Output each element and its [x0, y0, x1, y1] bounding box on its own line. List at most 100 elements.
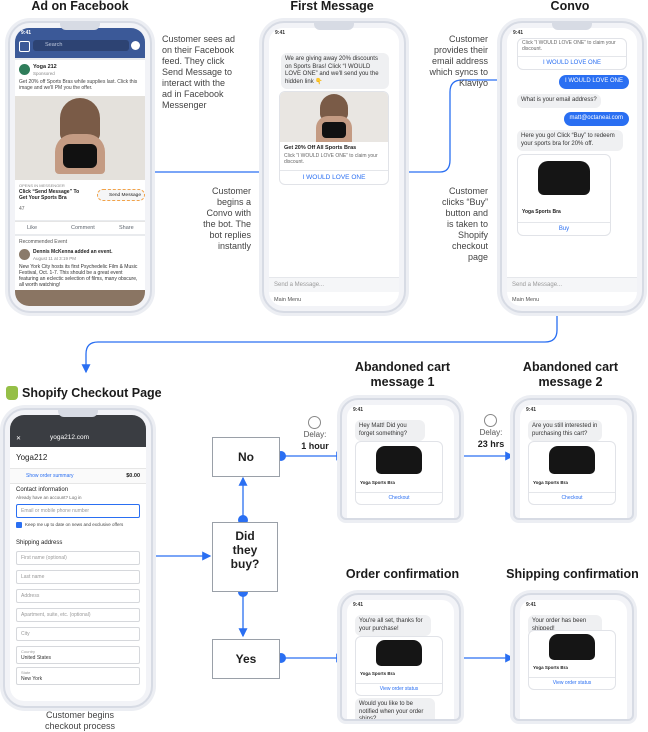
post-author[interactable]: Dennis McKenna added an event.: [33, 249, 113, 255]
address-field[interactable]: Address: [16, 589, 140, 603]
main-menu[interactable]: Main Menu: [274, 297, 302, 303]
event-image[interactable]: [15, 290, 145, 306]
product-card: Yoga Sports Bra Buy: [517, 154, 611, 236]
facebook-header: 9:41 Search: [15, 28, 145, 58]
url-bar[interactable]: yoga212.com: [50, 434, 90, 441]
phone-shopify-checkout: ✕ yoga212.com Yoga212 Show order summary…: [3, 408, 153, 708]
product-image: [280, 92, 388, 142]
comment-button[interactable]: Comment: [71, 225, 95, 231]
desc-ad: Customer sees ad on their Facebook feed.…: [162, 34, 236, 110]
last-name-field[interactable]: Last name: [16, 570, 140, 584]
node-yes: Yes: [212, 639, 280, 679]
product-name: Yoga Sports Bra: [533, 665, 568, 670]
avatar: [19, 64, 30, 75]
country-value: United States: [21, 655, 52, 661]
bot-message: We are giving away 20% discounts on Spor…: [281, 53, 389, 89]
node-no: No: [212, 437, 280, 477]
desc-checkout: Customer begins checkout process: [44, 710, 116, 731]
done-label[interactable]: ✕: [16, 436, 22, 442]
post-text: New York City hosts its first Psychedeli…: [19, 264, 138, 288]
bot-message: You're all set, thanks for your purchase…: [355, 615, 431, 636]
ad-post: Yoga 212 Sponsored Get 20% off Sports Br…: [15, 60, 145, 220]
login-link[interactable]: Already have an account? Log in: [16, 495, 82, 500]
city-field[interactable]: City: [16, 627, 140, 641]
card-title: Get 20% Off All Sports Bras: [284, 145, 357, 151]
sports-bra-image: [538, 161, 590, 195]
phone-order-confirmation: 9:41 You're all set, thanks for your pur…: [340, 593, 461, 721]
desc-begin-convo: Customer begins a Convo with the bot. Th…: [203, 186, 251, 251]
delay2-label: Delay:: [479, 428, 503, 437]
buy-button[interactable]: Buy: [518, 222, 610, 235]
like-button[interactable]: Like: [27, 225, 38, 231]
opens-in-label: OPENS IN MESSENGER: [19, 183, 65, 188]
phone-shipping-confirmation: 9:41 Your order has been shipped! Yoga S…: [513, 593, 634, 721]
product-card: Yoga Sports Bra Checkout: [528, 441, 616, 505]
product-name: Yoga Sports Bra: [522, 209, 561, 215]
sports-bra-image: [376, 446, 422, 474]
apartment-field[interactable]: Apartment, suite, etc. (optional): [16, 608, 140, 622]
search-input[interactable]: Search: [33, 40, 129, 51]
page-name[interactable]: Yoga 212: [33, 64, 57, 70]
messenger-icon[interactable]: [131, 41, 140, 50]
reaction-count: 47: [19, 206, 25, 212]
browser-bar: ✕ yoga212.com: [10, 415, 146, 447]
delay1-label: Delay:: [303, 430, 327, 439]
first-name-field[interactable]: First name (optional): [16, 551, 140, 565]
node-did-they-buy: Did they buy?: [212, 522, 278, 592]
top-card: Click “I WOULD LOVE ONE” to claim your d…: [517, 38, 627, 70]
message-input[interactable]: Send a Message...: [269, 277, 399, 292]
store-name: Yoga212: [16, 453, 48, 462]
desc-email: Customer provides their email address wh…: [429, 34, 488, 88]
camera-icon[interactable]: [19, 41, 30, 52]
send-message-button[interactable]: Send Message: [97, 189, 145, 201]
order-summary-bar[interactable]: Show order summary $0.00: [10, 468, 146, 484]
share-button[interactable]: Share: [119, 225, 134, 231]
title-ad: Ad on Facebook: [31, 0, 129, 13]
country-label: Country: [21, 649, 36, 654]
checkout-button[interactable]: Checkout: [356, 492, 442, 504]
recommended-label: Recommended Event: [19, 239, 68, 245]
message-input[interactable]: Send a Message...: [507, 277, 637, 292]
newsletter-label: Keep me up to date on news and exclusive…: [25, 522, 124, 527]
phone-abandoned-cart-1: 9:41 Hey Matt! Did you forget something?…: [340, 398, 461, 520]
post-time: August 11 at 3:19 PM: [33, 256, 76, 261]
i-would-love-one-button[interactable]: I WOULD LOVE ONE: [518, 56, 626, 69]
checkout-button[interactable]: Checkout: [529, 492, 615, 504]
user-email: matt@octaneai.com: [563, 112, 629, 126]
state-select[interactable]: State New York: [16, 667, 140, 685]
user-reply: I WOULD LOVE ONE: [558, 75, 629, 89]
state-label: State: [21, 670, 31, 675]
ad-image[interactable]: [15, 96, 145, 180]
card-subtitle: Click “I WOULD LOVE ONE” to claim your d…: [522, 40, 616, 52]
contact-heading: Contact information: [16, 487, 69, 493]
title-shipping: Shipping confirmation: [506, 567, 639, 581]
recommended-event: Recommended Event Dennis McKenna added a…: [15, 236, 145, 306]
delay1-value: 1 hour: [301, 441, 329, 451]
ask-email-message: What is your email address?: [517, 94, 601, 108]
phone-abandoned-cart-2: 9:41 Are you still interested in purchas…: [513, 398, 634, 520]
phone-first-message: 9:41 We are giving away 20% discounts on…: [262, 21, 406, 313]
state-value: New York: [21, 676, 43, 682]
redeem-message: Here you go! Click “Buy” to redeem your …: [517, 130, 623, 151]
product-card: Get 20% Off All Sports Bras Click “I WOU…: [279, 91, 389, 185]
product-name: Yoga Sports Bra: [360, 480, 395, 485]
sports-bra-image: [322, 122, 346, 138]
i-would-love-one-button[interactable]: I WOULD LOVE ONE: [280, 170, 388, 184]
main-menu[interactable]: Main Menu: [512, 297, 540, 303]
product-card: Yoga Sports Bra View order status: [355, 636, 443, 696]
country-select[interactable]: Country United States: [16, 646, 140, 664]
order-total: $0.00: [126, 473, 140, 479]
phone-facebook-ad: 9:41 Search Yoga 212 Sponsored Get 20% o…: [8, 21, 152, 313]
newsletter-checkbox[interactable]: [16, 522, 22, 528]
phone-convo: 9:41 Click “I WOULD LOVE ONE” to claim y…: [500, 21, 644, 313]
product-name: Yoga Sports Bra: [533, 480, 568, 485]
clock-icon: [308, 416, 321, 429]
delay2-value: 23 hrs: [477, 439, 505, 449]
email-field[interactable]: Email or mobile phone number: [16, 504, 140, 518]
title-abandoned2: Abandoned cart message 2: [522, 360, 619, 389]
cta-text: Click “Send Message” To Get Your Sports …: [19, 189, 80, 201]
order-summary-toggle[interactable]: Show order summary: [26, 473, 74, 479]
view-order-status-button[interactable]: View order status: [529, 677, 615, 689]
view-order-status-button[interactable]: View order status: [356, 683, 442, 695]
title-shopify: Shopify Checkout Page: [22, 386, 162, 400]
